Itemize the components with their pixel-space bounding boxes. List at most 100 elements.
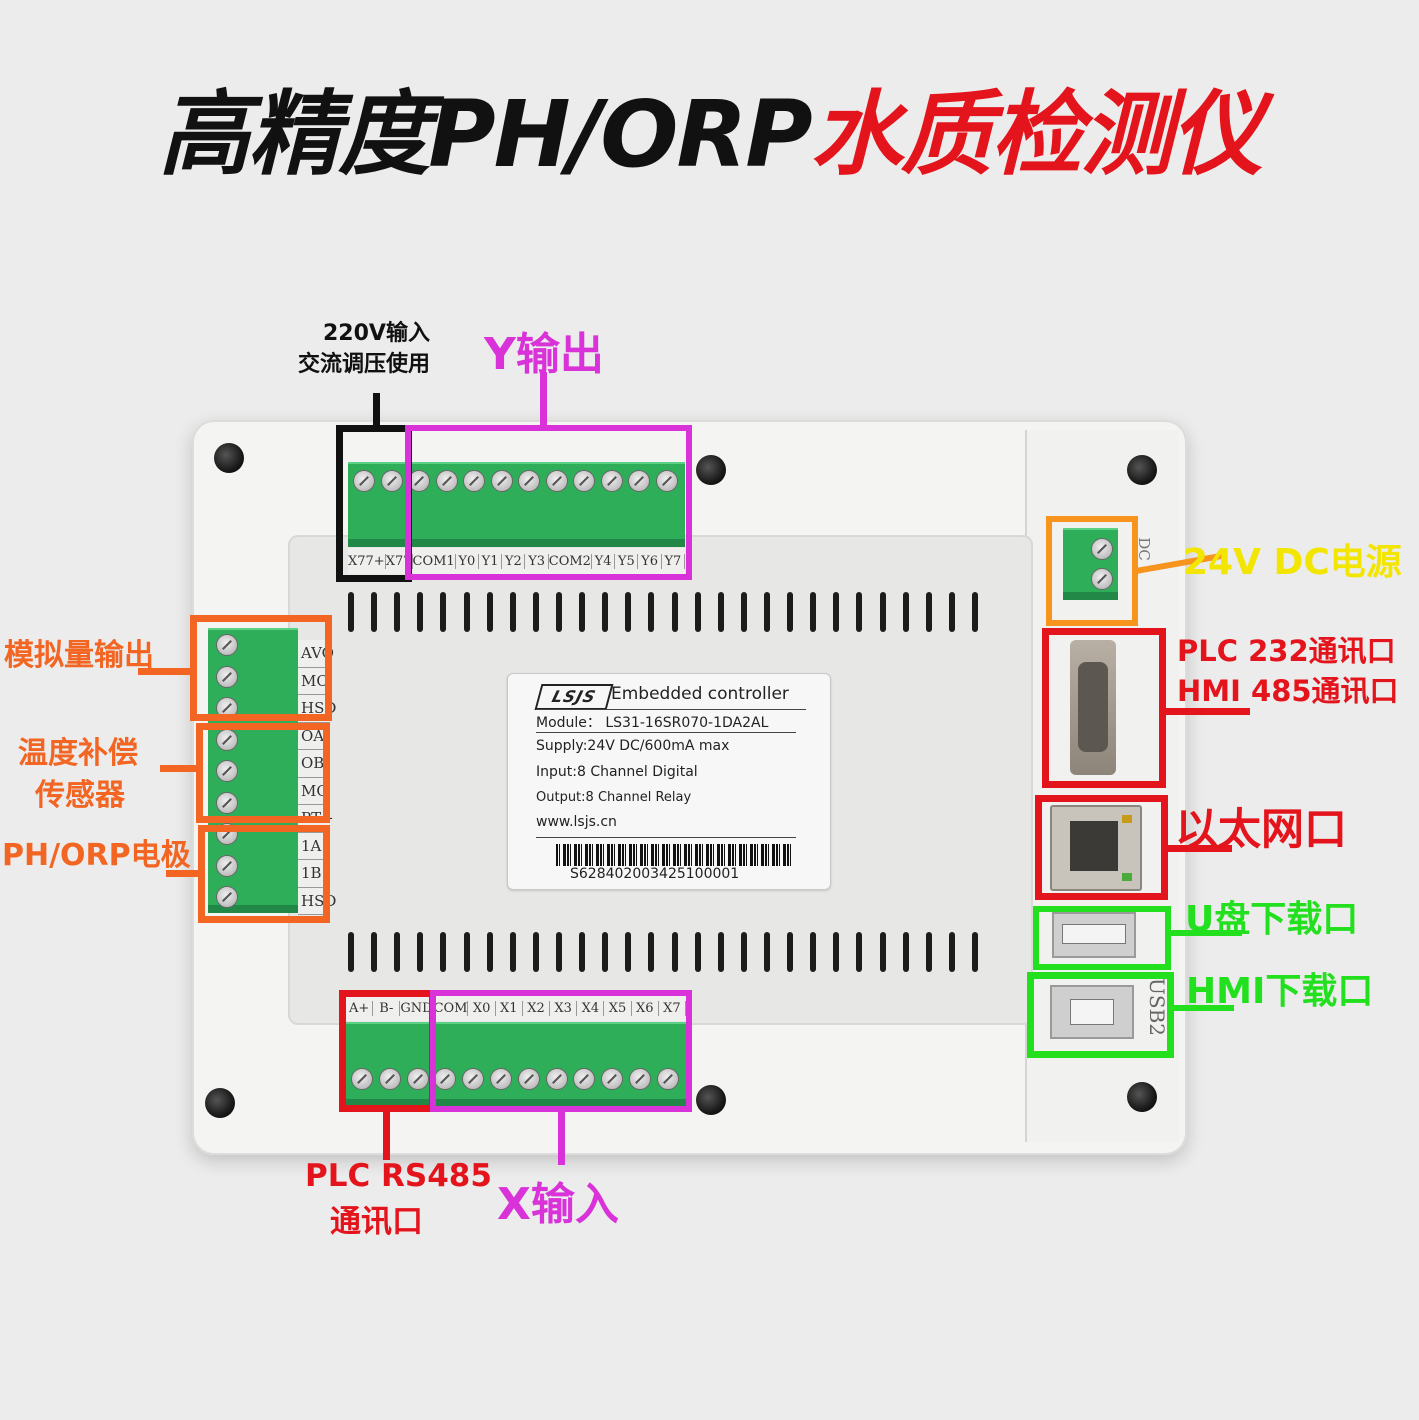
screw-icon (1127, 455, 1157, 485)
left-terminal-block (208, 628, 298, 913)
screw-icon (216, 634, 238, 656)
rs485-label-1: PLC RS485 (305, 1158, 492, 1194)
screw-icon (490, 1068, 512, 1090)
bottom-terminal-label: X6 (632, 1000, 659, 1016)
rs485-highlight (339, 990, 436, 1112)
ac-input-label-2: 交流调压使用 (298, 352, 431, 377)
left-terminal-label: 1B (298, 860, 330, 888)
screw-icon (463, 470, 485, 492)
temp-sensor-label-1: 温度补偿 (18, 736, 138, 771)
usb-a-port-icon (1052, 912, 1136, 958)
screw-icon (573, 1068, 596, 1090)
website-text: www.lsjs.cn (536, 814, 617, 830)
ethernet-label: 以太网口 (1175, 805, 1347, 855)
screw-icon (380, 470, 403, 492)
supply-text: Supply:24V DC/600mA max (536, 738, 730, 754)
screw-icon (601, 1068, 624, 1090)
u-disk-highlight (1033, 906, 1171, 970)
top-terminal-block (348, 462, 685, 547)
left-terminal-label: OB (298, 750, 330, 778)
temp-sensor-label-2: 传感器 (35, 778, 125, 813)
title-part-red: 水质检测仪 (810, 81, 1263, 188)
screw-icon (545, 1068, 568, 1090)
brand-logo: LSJS (534, 684, 614, 710)
top-terminal-label: Y5 (615, 553, 639, 569)
bottom-terminal-label: X7 (659, 1000, 686, 1016)
output-text: Output:8 Channel Relay (536, 790, 692, 805)
screw-icon (216, 665, 238, 688)
ph-orp-highlight (198, 825, 330, 923)
screw-icon (378, 1068, 401, 1090)
screw-icon (205, 1088, 235, 1118)
top-terminal-label: Y6 (638, 553, 662, 569)
top-terminal-label: Y4 (592, 553, 616, 569)
plc232-label-2: HMI 485通讯口 (1177, 674, 1399, 708)
bottom-terminal-label: COM (433, 1000, 469, 1016)
screw-icon (628, 470, 650, 492)
analog-output-highlight (190, 615, 332, 721)
screw-icon (353, 470, 375, 492)
screw-icon (462, 1068, 485, 1090)
screw-icon (696, 1085, 726, 1115)
screw-icon (216, 760, 238, 782)
screw-icon (490, 470, 513, 492)
screw-icon (1091, 568, 1113, 590)
usb-b-port-icon (1050, 985, 1134, 1039)
screw-icon (655, 470, 678, 492)
top-terminal-label: Y7 (662, 553, 685, 569)
rj45-port-icon (1050, 805, 1142, 891)
left-terminal-label: 1A (298, 833, 330, 860)
analog-output-label: 模拟量输出 (4, 638, 154, 673)
screw-icon (214, 443, 244, 473)
screw-icon (216, 854, 238, 877)
top-terminal-label: Y2 (502, 553, 526, 569)
serial-number: S628402003425100001 (570, 866, 740, 882)
bottom-terminal-label: X4 (577, 1000, 605, 1016)
screw-icon (216, 791, 238, 814)
screw-icon (600, 470, 623, 492)
bottom-terminal-label: X1 (496, 1000, 523, 1016)
screw-icon (351, 1068, 373, 1090)
ac-input-highlight (336, 425, 412, 582)
screw-icon (656, 1068, 679, 1090)
screw-icon (517, 1068, 540, 1090)
input-text: Input:8 Channel Digital (536, 764, 698, 780)
screw-icon (1127, 1082, 1157, 1112)
top-terminal-label: Y3 (525, 553, 549, 569)
top-terminal-label: Y1 (479, 553, 503, 569)
left-terminal-label: MO (298, 778, 330, 805)
bottom-terminal-label: X0 (468, 1000, 496, 1016)
bottom-terminal-label: X3 (550, 1000, 578, 1016)
x-input-highlight (430, 990, 692, 1112)
ph-orp-label: PH/ORP电极 (2, 838, 191, 873)
plc232-label-1: PLC 232通讯口 (1177, 634, 1396, 668)
top-terminal-label: COM1 (412, 553, 456, 569)
plc232-highlight (1042, 628, 1166, 788)
page-title: 高精度PH/ORP水质检测仪 (0, 75, 1419, 195)
rs485-label-2: 通讯口 (330, 1204, 423, 1240)
vent-grille-bottom (348, 932, 978, 972)
screw-icon (545, 470, 568, 492)
left-terminal-label: OA (298, 723, 330, 750)
bottom-terminal-block (346, 1022, 686, 1107)
db9-port-icon (1070, 640, 1116, 775)
screw-icon (216, 886, 238, 908)
x-input-label: X输入 (497, 1179, 619, 1230)
y-output-highlight (405, 425, 692, 580)
bottom-terminal-label: B- (373, 1000, 401, 1016)
top-terminal-label: Y0 (456, 553, 479, 569)
barcode (556, 844, 794, 866)
screw-icon (1091, 538, 1113, 560)
screw-icon (406, 1068, 429, 1090)
u-disk-label: U盘下载口 (1185, 899, 1359, 940)
y-output-label: Y输出 (484, 329, 604, 380)
dc-power-label: 24V DC电源 (1183, 542, 1402, 583)
top-terminal-label: COM2 (548, 553, 592, 569)
temp-sensor-highlight (196, 723, 330, 823)
hmi-download-highlight (1027, 972, 1174, 1058)
ethernet-highlight (1035, 795, 1168, 900)
module-text: Module： LS31-16SR070-1DA2AL (536, 715, 769, 731)
ac-input-label-1: 220V输入 (323, 321, 430, 346)
vent-grille-top (348, 592, 978, 632)
product-label: LSJS Embedded controller Module： LS31-16… (507, 673, 831, 890)
